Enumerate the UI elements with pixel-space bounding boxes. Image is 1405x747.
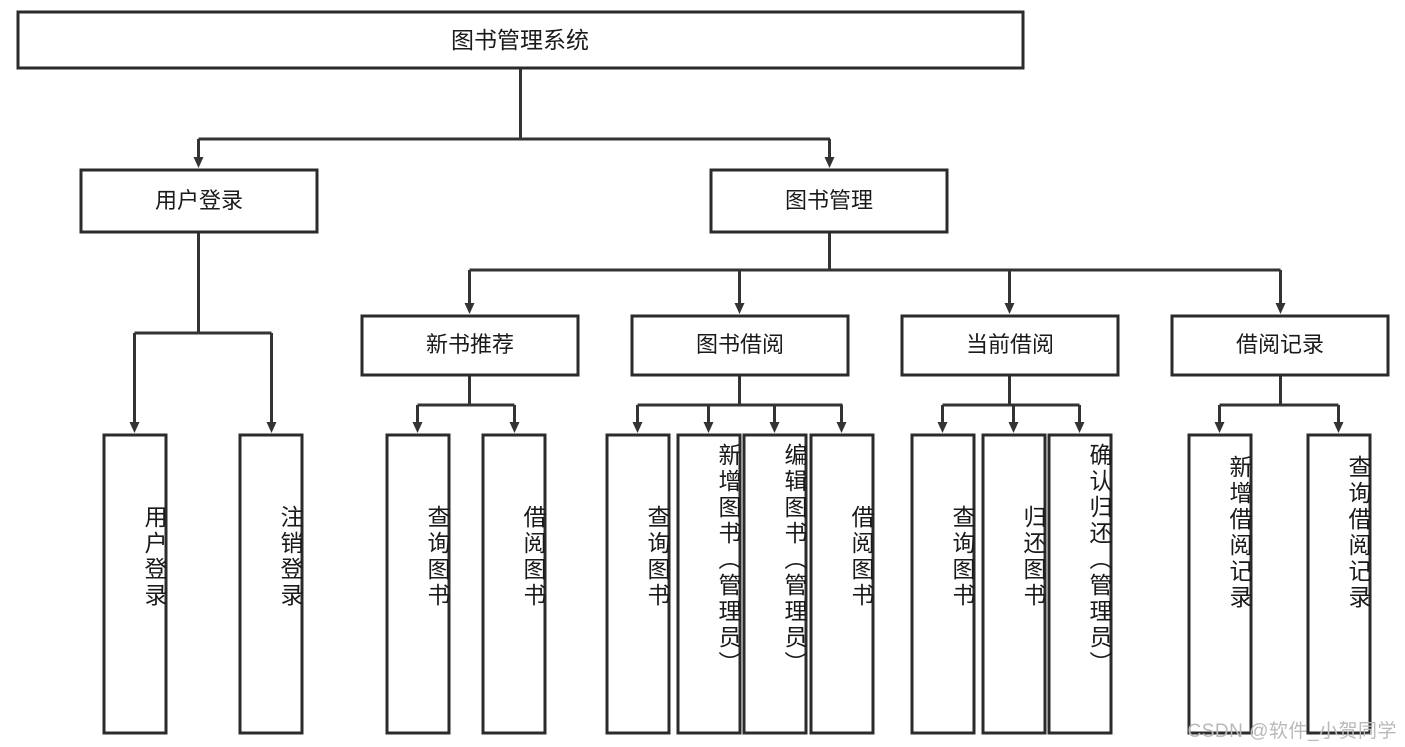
node-book-borrow[interactable]: 图书借阅 <box>630 314 850 377</box>
leaf-box-add-book[interactable] <box>676 433 742 735</box>
connector-group-book-mgmt <box>464 232 1286 314</box>
leaf-box-user-login[interactable] <box>102 433 168 735</box>
node-user-login-label: 用户登录 <box>155 188 243 213</box>
node-root-box[interactable] <box>16 10 1025 70</box>
leaf-box-confirm-return[interactable] <box>1047 433 1113 735</box>
node-new-book-recommend-label: 新书推荐 <box>426 332 514 357</box>
node-borrow-record[interactable]: 借阅记录 <box>1170 314 1390 377</box>
connector-group-new-book-rec <box>412 375 520 433</box>
connector-group-current-borrow <box>937 375 1085 433</box>
leaf-box-query-book-nbr[interactable] <box>385 433 451 735</box>
node-new-book-recommend-box[interactable] <box>360 314 580 377</box>
connector-group-book-borrow <box>632 375 847 433</box>
node-current-borrow-box[interactable] <box>900 314 1120 377</box>
leaf-box-return-book[interactable] <box>981 433 1047 735</box>
leaf-boxes <box>102 433 1372 735</box>
leaf-box-add-record[interactable] <box>1187 433 1253 735</box>
node-current-borrow[interactable]: 当前借阅 <box>900 314 1120 377</box>
node-current-borrow-label: 当前借阅 <box>966 332 1054 357</box>
leaf-box-edit-book[interactable] <box>742 433 808 735</box>
node-root-label: 图书管理系统 <box>451 27 589 53</box>
leaf-box-borrow-book-bb[interactable] <box>809 433 875 735</box>
node-book-borrow-box[interactable] <box>630 314 850 377</box>
node-book-borrow-label: 图书借阅 <box>696 332 784 357</box>
leaf-box-query-book-bb[interactable] <box>605 433 671 735</box>
node-user-login-box[interactable] <box>79 168 319 234</box>
node-user-login[interactable]: 用户登录 <box>79 168 319 234</box>
node-book-management-label: 图书管理 <box>785 188 873 213</box>
leaf-box-query-book-cb[interactable] <box>910 433 976 735</box>
connector-group-root <box>193 68 835 168</box>
watermark-text: CSDN @软件_小贺同学 <box>1187 721 1397 742</box>
connector-group-user-login <box>129 232 277 433</box>
connector-group-borrow-record <box>1214 375 1344 433</box>
node-book-management-box[interactable] <box>709 168 949 234</box>
leaf-box-query-record[interactable] <box>1306 433 1372 735</box>
node-root[interactable]: 图书管理系统 <box>16 10 1025 70</box>
node-borrow-record-box[interactable] <box>1170 314 1390 377</box>
node-borrow-record-label: 借阅记录 <box>1236 332 1324 357</box>
leaf-box-borrow-book-nbr[interactable] <box>481 433 547 735</box>
leaf-box-logout[interactable] <box>238 433 304 735</box>
node-book-management[interactable]: 图书管理 <box>709 168 949 234</box>
node-new-book-recommend[interactable]: 新书推荐 <box>360 314 580 377</box>
